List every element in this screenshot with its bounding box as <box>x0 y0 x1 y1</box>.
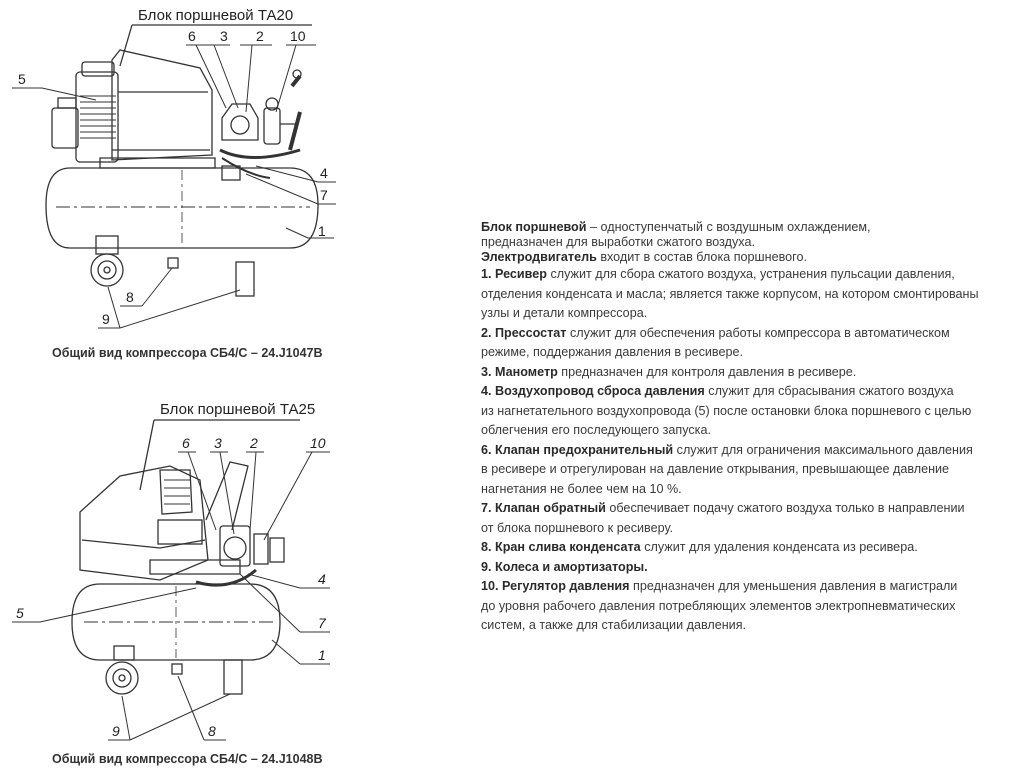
callout-6: 6 <box>182 435 190 451</box>
legend-item-2-line2: режиме, поддержания давления в ресивере. <box>481 345 743 359</box>
callout-7: 7 <box>320 187 328 203</box>
callout-8: 8 <box>126 289 134 305</box>
diagram2-title: Блок поршневой ТА25 <box>160 401 315 418</box>
callout-7: 7 <box>318 615 327 631</box>
diagram1-caption: Общий вид компрессора СБ4/С – 24.J1047В <box>52 346 323 360</box>
legend-piston-line2: предназначен для выработки сжатого возду… <box>481 235 755 249</box>
callout-10: 10 <box>290 28 306 44</box>
diagram-ta20: Блок поршневой ТА20 <box>12 7 336 329</box>
legend-item-3-line1: 3. Манометр предназначен для контроля да… <box>481 364 857 379</box>
legend: Блок поршневой – одноступенчатый с возду… <box>481 220 1021 636</box>
legend-item-4-line1: 4. Воздухопровод сброса давления служит … <box>481 384 954 398</box>
legend-item-8-line1: 8. Кран слива конденсата служит для удал… <box>481 540 918 554</box>
legend-item-10-line2: до уровня рабочего давления потребляющих… <box>481 598 956 613</box>
legend-item-4-line3: облегчения его последующего запуска. <box>481 423 711 437</box>
compressor-diagrams: Блок поршневой ТА20 <box>12 7 336 741</box>
legend-item-2-line1: 2. Прессостат служит для обеспечения раб… <box>481 325 950 340</box>
legend-item-6-line2: в ресивере и отрегулирован на давление о… <box>481 462 950 476</box>
diagram1-title: Блок поршневой ТА20 <box>138 7 293 24</box>
legend-item-7-line2: от блока поршневого к ресиверу. <box>481 520 673 535</box>
legend-item-1-line1: 1. Ресивер служит для сбора сжатого возд… <box>481 267 955 281</box>
callout-4: 4 <box>318 571 326 587</box>
callout-9: 9 <box>102 311 110 327</box>
legend-item-9-line1: 9. Колеса и амортизаторы. <box>481 559 648 574</box>
diagram-ta25: Блок поршневой ТА25 <box>12 401 330 741</box>
legend-item-10-line1: 10. Регулятор давления предназначен для … <box>481 579 958 593</box>
callout-5: 5 <box>16 605 24 621</box>
legend-item-7-line1: 7. Клапан обратный обеспечивает подачу с… <box>481 501 965 515</box>
callout-3: 3 <box>220 28 228 44</box>
callout-4: 4 <box>320 165 328 181</box>
legend-motor: Электродвигатель входит в состав блока п… <box>481 250 807 264</box>
callout-8: 8 <box>208 723 216 739</box>
callout-6: 6 <box>188 28 196 44</box>
callout-2: 2 <box>256 28 264 44</box>
callout-10: 10 <box>310 435 326 451</box>
legend-item-6-line3: нагнетания не более чем на 10 %. <box>481 481 682 496</box>
legend-piston-line1: Блок поршневой – одноступенчатый с возду… <box>481 220 871 234</box>
callout-1: 1 <box>318 223 326 239</box>
diagram2-caption: Общий вид компрессора СБ4/С – 24.J1048В <box>52 752 323 766</box>
callout-5: 5 <box>18 71 26 87</box>
legend-item-1-line3: узлы и детали компрессора. <box>481 306 648 320</box>
callout-2: 2 <box>249 435 258 451</box>
callout-1: 1 <box>318 647 326 663</box>
legend-item-6-line1: 6. Клапан предохранительный служит для о… <box>481 442 973 457</box>
legend-item-10-line3: систем, а также для стабилизации давлени… <box>481 618 747 632</box>
legend-item-4-line2: из нагнетательного воздухопровода (5) по… <box>481 403 972 418</box>
legend-item-1-line2: отделения конденсата и масла; является т… <box>481 286 979 301</box>
callout-3: 3 <box>214 435 222 451</box>
callout-9: 9 <box>112 723 120 739</box>
